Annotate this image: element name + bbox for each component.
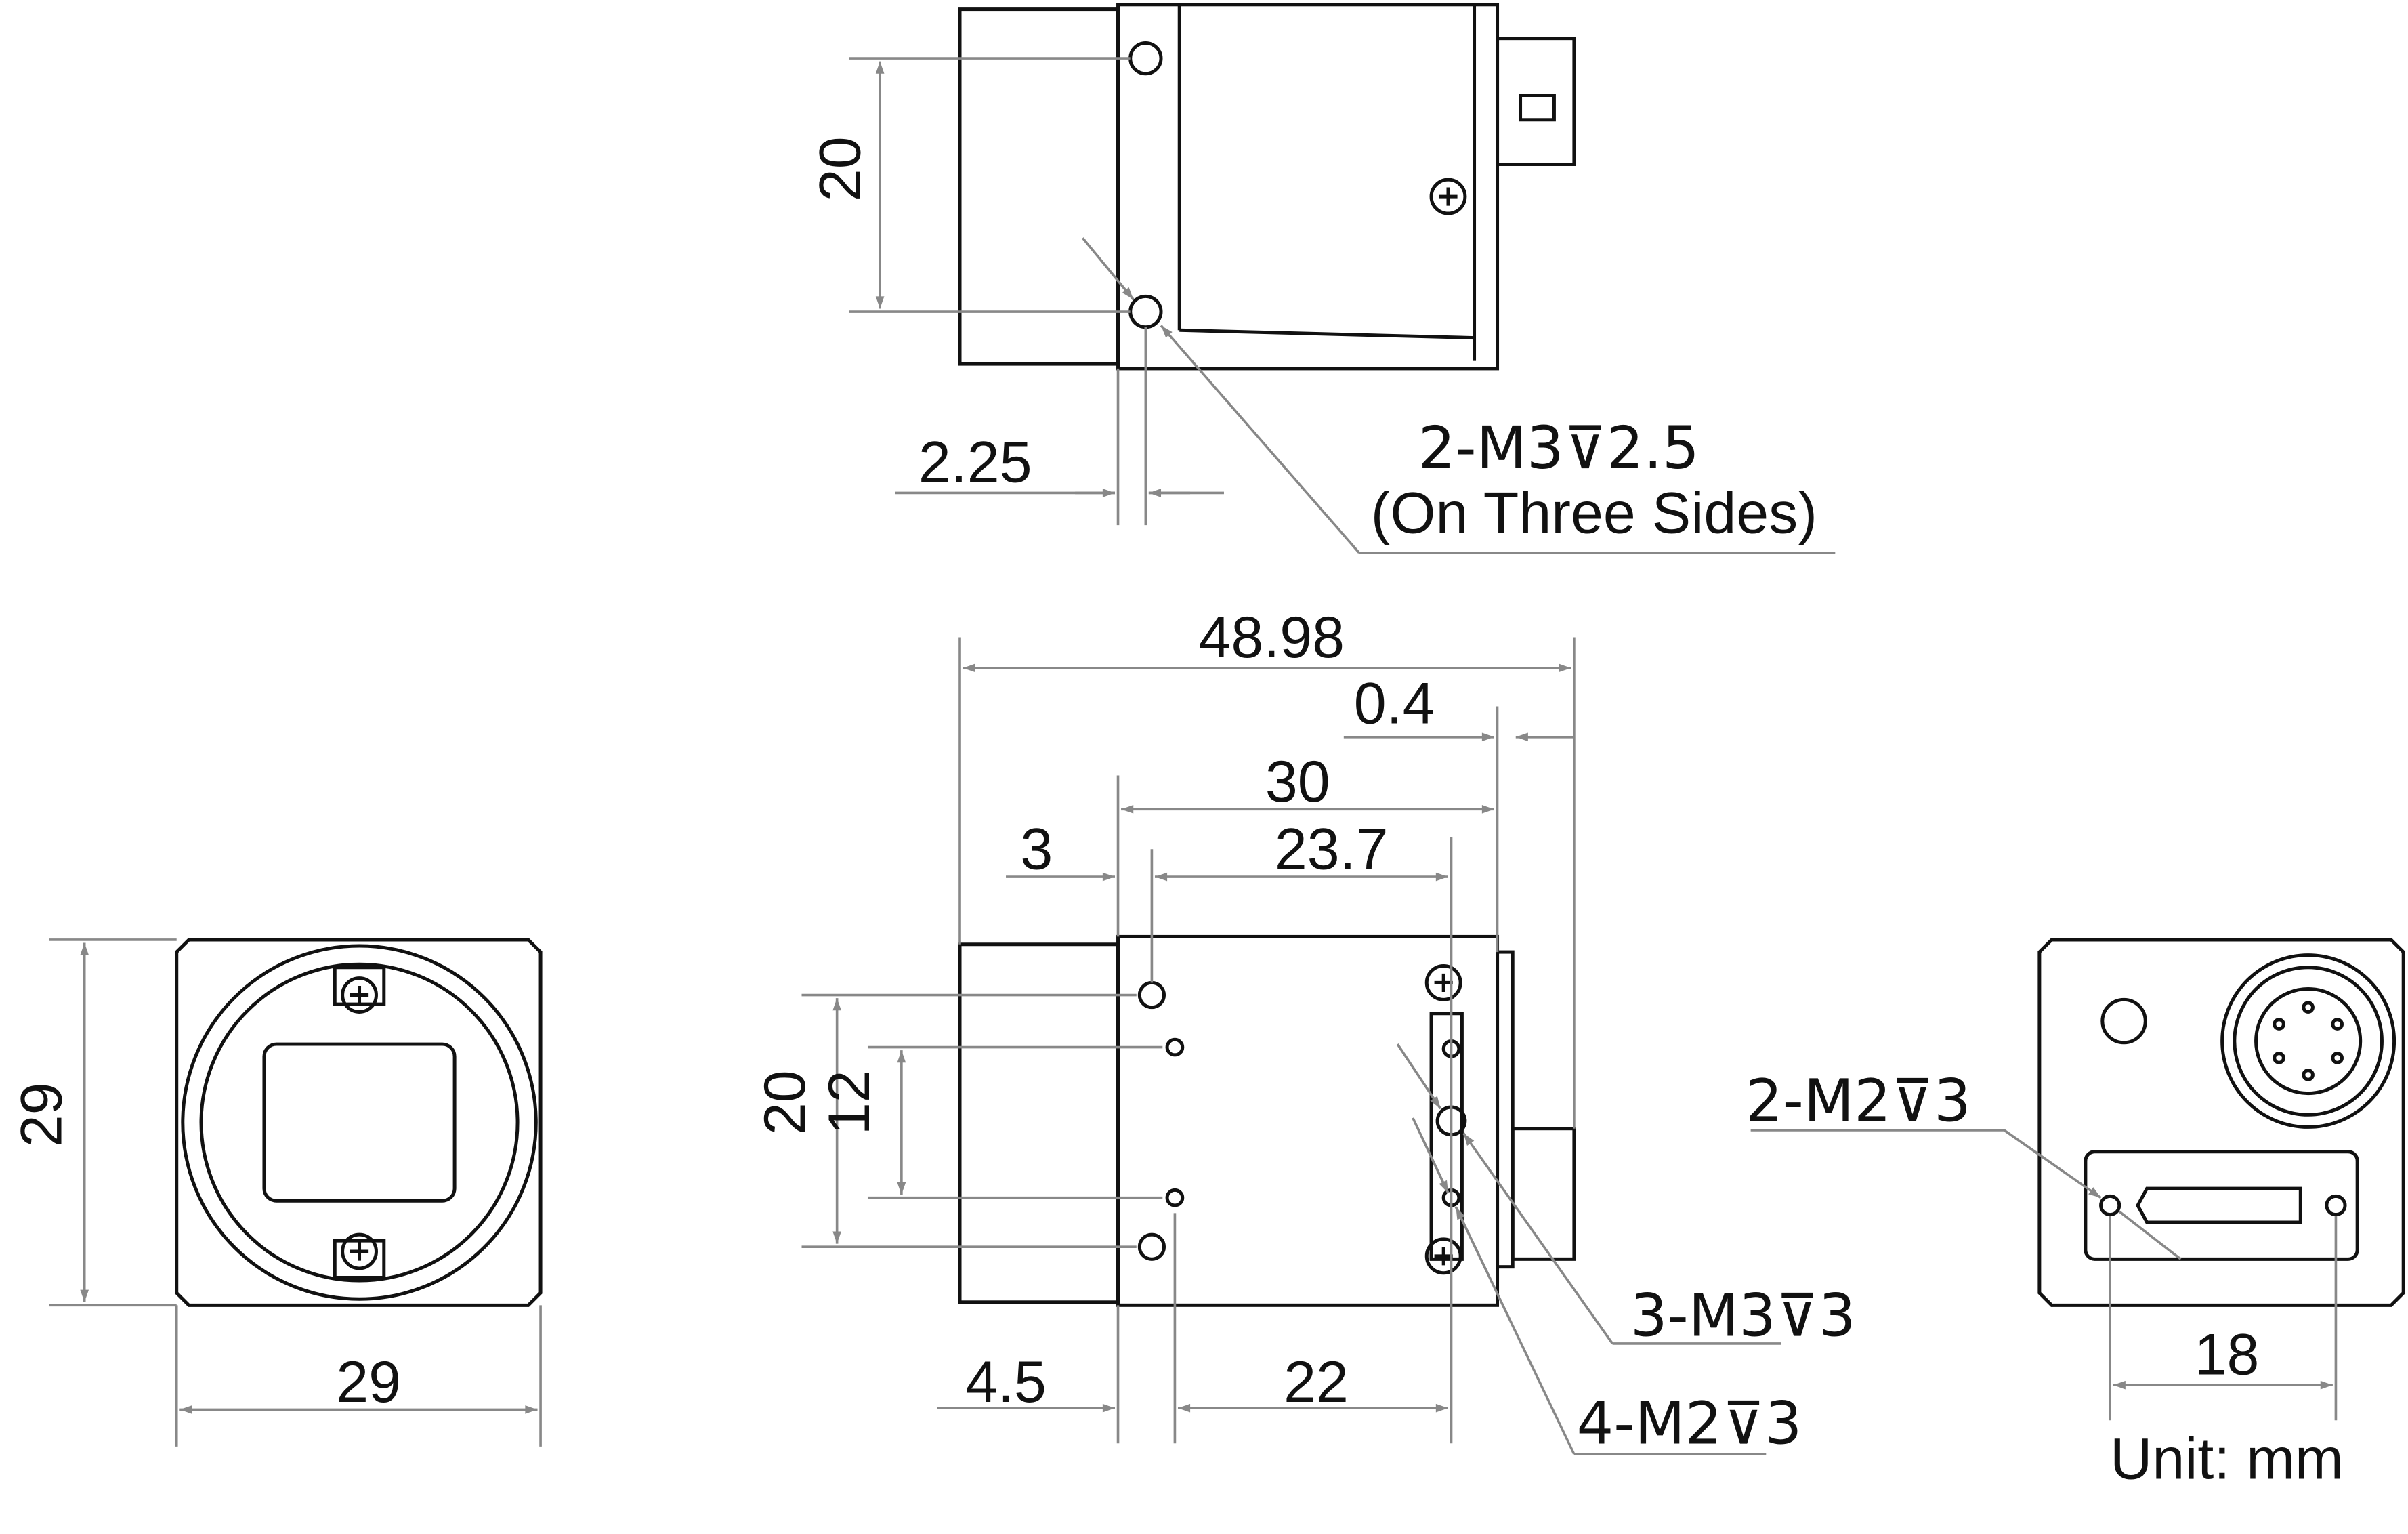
screw-icon [341,1232,378,1270]
dim-flange-gap: 0.4 [1354,671,1435,736]
connector [1496,37,1576,166]
mount-hole [1128,294,1163,329]
screw-icon [1424,963,1462,1001]
dim-hole-spacing: 20 [808,136,873,201]
callout-m3-line2: (On Three Sides) [1371,480,1817,545]
dim-body: 30 [1265,749,1330,814]
dim-hole-span: 23.7 [1275,817,1389,882]
dim-hole-spacing-outer: 20 [753,1070,818,1135]
dim-bottom-span: 22 [1284,1350,1349,1415]
dim-hole-spacing-inner: 12 [817,1070,882,1135]
callout-m3-line1: 2-M3⊽2.5 [1418,415,1699,482]
power-connector-icon [2220,953,2396,1129]
dim-hole-start: 3 [1020,817,1053,882]
screw-icon [341,976,378,1014]
lens-mount [181,944,538,1301]
unit-label: Unit: mm [2110,1426,2344,1491]
camera-body [1116,3,1500,371]
usb-port [2136,1186,2302,1224]
dim-rear-hole-spacing: 18 [2195,1322,2260,1387]
dim-height: 29 [9,1082,75,1147]
screw-icon [1429,178,1467,215]
dim-total-length: 48.98 [1198,605,1345,670]
rear-callout: 2-M2⊽3 [1746,1067,1971,1135]
rear-view: 2-M2⊽3 18 Unit: mm [1746,938,2405,1491]
top-view: 20 2.25 2-M3⊽2.5 (On Three Sides) [808,3,1836,554]
mount-hole [1128,41,1163,76]
screw-icon [1424,1237,1462,1275]
sensor-window [262,1042,457,1203]
callout-m2: 4-M2⊽3 [1577,1390,1802,1457]
callout-m3: 3-M3⊽3 [1630,1283,1856,1350]
dim-width: 29 [336,1350,401,1415]
side-view: 48.98 0.4 30 3 23.7 20 12 4.5 22 3-M3⊽3 … [753,605,1856,1457]
dim-hole-offset: 2.25 [918,430,1032,495]
front-view: 29 29 [9,938,543,1447]
dim-bottom-offset: 4.5 [965,1350,1047,1415]
